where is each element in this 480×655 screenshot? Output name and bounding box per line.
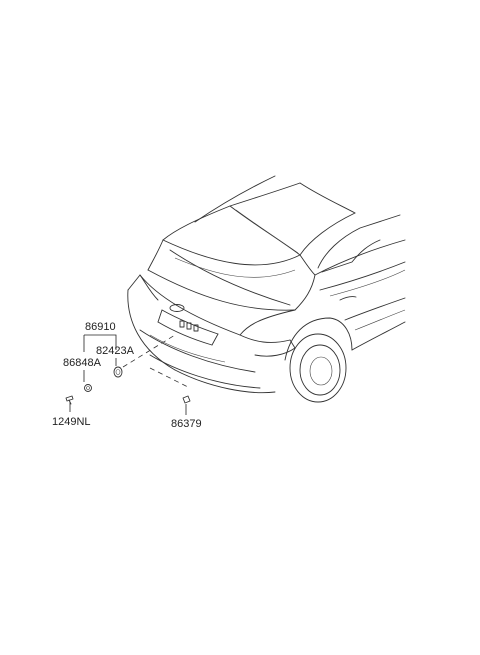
part-86379-clip-icon (182, 395, 191, 404)
label-1249NL: 1249NL (52, 416, 91, 428)
part-1249NL-screw-icon (65, 395, 74, 405)
part-86848A-icon (84, 384, 92, 392)
leader-lines (69, 334, 191, 415)
label-86379: 86379 (171, 418, 202, 430)
label-82423A: 82423A (96, 345, 135, 357)
car-rear-illustration (127, 175, 406, 403)
label-86910: 86910 (85, 321, 116, 333)
part-82423A-grommet-icon (113, 366, 123, 378)
label-86848A: 86848A (63, 357, 102, 369)
